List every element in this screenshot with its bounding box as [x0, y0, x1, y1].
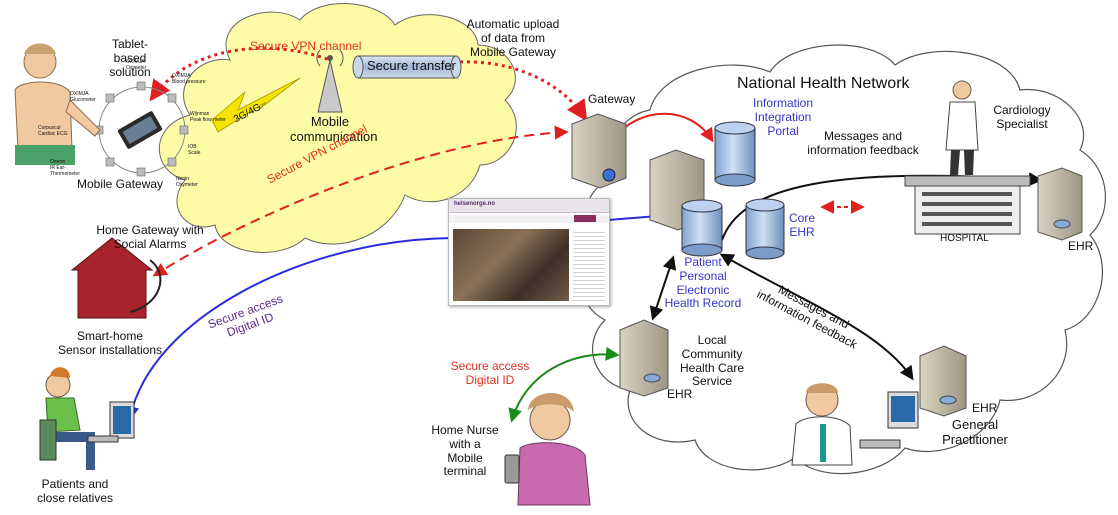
mobile-gateway-label: Mobile Gateway: [77, 177, 164, 191]
hospital-ehr-server-icon: [1037, 167, 1083, 241]
ehr-hospital-label: EHR: [1068, 239, 1094, 253]
secure-transfer-pipe: [352, 55, 462, 79]
ehr-local-label: EHR: [667, 387, 693, 401]
wireless-bolt-icon: [211, 77, 301, 133]
core-gp-link: [719, 253, 914, 381]
sensor-label: Omron IR Ear- Thermometer: [50, 159, 81, 177]
patients-relatives-label: Patients and close relatives: [36, 477, 114, 505]
secure-access-link: [125, 237, 453, 421]
core-ehr-database-icon: [745, 198, 785, 260]
patient-figure: [14, 43, 101, 165]
patient-record-label: Patient Personal Electronic Health Recor…: [664, 255, 742, 311]
secure-access-nurse-label: Secure access Digital ID: [450, 359, 530, 387]
vpn-link-middle: [152, 125, 569, 277]
home-nurse-label: Home Nurse with a Mobile terminal: [431, 423, 499, 479]
website-logo: helsenorge.no: [454, 201, 496, 207]
local-community-label: Local Community Health Care Service: [679, 333, 745, 389]
hospital-building-icon: [904, 175, 1031, 235]
sensor-label: OXIMJA Oximeter: [126, 59, 147, 71]
secure-transfer-label: Secure transfer: [367, 58, 456, 73]
gateway-server-icon: [571, 113, 627, 189]
gp-ehr-server-icon: [919, 345, 967, 417]
nurse-access-link: [508, 346, 620, 423]
messages-feedback-top-label: Messages and information feedback: [807, 129, 919, 157]
information-integration-portal-label: Information Integration Portal: [752, 96, 814, 138]
patient-computer-figure: [39, 367, 135, 470]
vpn-channel-top-label: Secure VPN channel: [250, 39, 362, 53]
mobile-communication-label: Mobile communication: [290, 114, 378, 144]
sensor-label: OXIMJA Blood pressure: [172, 73, 206, 85]
sensor-label: OXIMJA Glucometer: [70, 91, 96, 103]
national-health-network-title: National Health Network: [737, 75, 910, 92]
home-nurse-figure: [504, 393, 591, 506]
cardiology-doctor-figure: [945, 80, 979, 175]
ehr-gp-label: EHR: [972, 401, 998, 415]
general-practitioner-figure: [791, 383, 919, 466]
core-local-link: [649, 255, 677, 321]
health-portal-website: helsenorge.no: [448, 198, 610, 306]
vpn-link-top-right: [459, 60, 588, 122]
patient-database-icon: [681, 199, 723, 257]
portal-database-icon: [714, 121, 756, 187]
smart-home-label: Smart-home Sensor installations: [57, 329, 163, 357]
home-gateway-label: Home Gateway with Social Alarms: [96, 223, 204, 251]
local-ehr-server-icon: [619, 319, 669, 397]
cardiology-specialist-label: Cardiology Specialist: [993, 103, 1051, 131]
antenna-icon: [316, 49, 344, 113]
automatic-upload-label: Automatic upload of data from Mobile Gat…: [466, 17, 560, 59]
sensor-label: IOB Scale: [188, 144, 201, 156]
tablet-solution-label: Tablet-based solution: [109, 37, 151, 79]
hospital-label: HOSPITAL: [940, 233, 989, 244]
sensor-label: Corpuscul Cardiac ECG: [38, 125, 68, 137]
core-ehr-label: Core EHR: [788, 211, 815, 239]
general-practitioner-label: General Practitioner: [942, 417, 1008, 447]
vpn-link-top-left: [149, 46, 331, 102]
sensor-label: Nonin Oxymeter: [176, 176, 198, 188]
home-gateway-house-icon: [70, 237, 162, 319]
sensor-label: Wijnman Peak flow meter: [190, 111, 226, 123]
gateway-label: Gateway: [588, 92, 636, 106]
